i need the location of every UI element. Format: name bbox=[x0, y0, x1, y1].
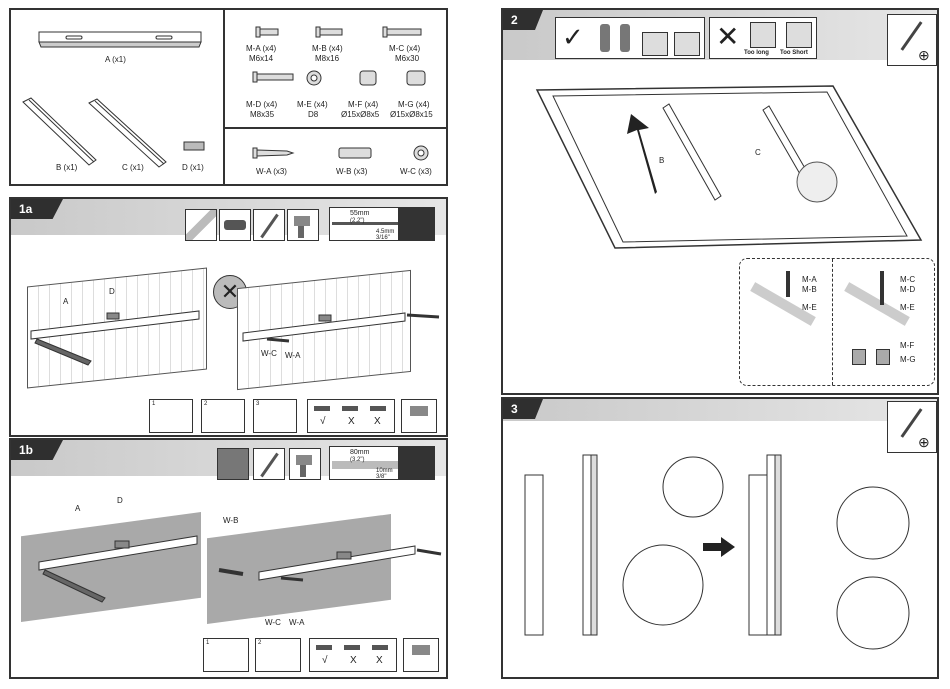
label-wc: W-C bbox=[261, 349, 277, 358]
screw-me-size: D8 bbox=[308, 110, 319, 119]
drill-depth-mm: 55mm bbox=[350, 210, 370, 217]
wall-wa-name: W-A (x3) bbox=[256, 167, 287, 176]
check-mark-1b: √ bbox=[322, 655, 328, 666]
cross-mark-2: X bbox=[374, 416, 381, 427]
part-a-label: A (x1) bbox=[105, 55, 126, 64]
screw-mf-name: M-F (x4) bbox=[348, 100, 379, 109]
step-2-tab: 2 bbox=[503, 10, 543, 30]
detail-right-mc: M-C bbox=[900, 275, 916, 284]
screw-icons bbox=[252, 26, 429, 161]
drill-depth-mm-1b: 80mm bbox=[350, 449, 370, 456]
drill-icon bbox=[287, 209, 319, 241]
drill-depth-box: 55mm (2.2") 4.5mm 3/16" bbox=[329, 207, 435, 241]
detail-right-mf: M-F bbox=[900, 341, 915, 350]
step-2-panel: 2 ✓ ✕ Too long Too Short ⊕ B C M-A M-B M bbox=[501, 8, 939, 395]
screw-md-size: M8x35 bbox=[250, 110, 275, 119]
drill-depth-in-1b: (3.2") bbox=[350, 457, 365, 463]
step-1a-tab: 1a bbox=[11, 199, 63, 219]
screw-ma-name: M-A (x4) bbox=[246, 44, 277, 53]
step-1a-panel: 1a 55mm (2.2") 4.5mm 3/16" A D ✕ W-C W-A… bbox=[9, 197, 448, 437]
cross-mark-2-1b: X bbox=[376, 655, 383, 666]
bit-size-mm-1b: 10mm bbox=[376, 468, 393, 474]
label-b: B bbox=[659, 156, 665, 165]
step-1b-substep-1: 1 bbox=[203, 638, 249, 672]
step-3-panel: 3 ⊕ bbox=[501, 397, 939, 679]
bit-size-mm: 4.5mm bbox=[376, 229, 395, 235]
label-a: A bbox=[63, 297, 69, 306]
screw-mf-size: Ø15xØ8x5 bbox=[341, 110, 380, 119]
step-1a-bracket-left bbox=[30, 310, 200, 366]
too-long-label: Too long bbox=[744, 50, 769, 56]
cross-icon: ✕ bbox=[716, 21, 740, 52]
screw-mg-name: M-G (x4) bbox=[398, 100, 430, 109]
screw-mb-name: M-B (x4) bbox=[312, 44, 343, 53]
label-d: D bbox=[109, 287, 115, 296]
stud-finder-icon bbox=[219, 209, 251, 241]
drywall-icon bbox=[185, 209, 217, 241]
step-1a-drill-icon bbox=[401, 399, 437, 433]
pencil-icon bbox=[253, 209, 285, 241]
detail-right-mg: M-G bbox=[900, 355, 916, 364]
step-1b-anchor-check: √ X X bbox=[309, 638, 397, 672]
detail-box: M-A M-B M-E M-C M-D M-E M-F M-G bbox=[739, 258, 935, 386]
step-3-illustration bbox=[524, 454, 910, 650]
screw-md-name: M-D (x4) bbox=[246, 100, 278, 109]
concrete-icon bbox=[217, 448, 249, 480]
label-a-1b: A bbox=[75, 504, 81, 513]
step-1b-bracket-right bbox=[218, 545, 442, 582]
step-1b-panel: 1b 80mm (3.2") 10mm 3/8" A D W-B W-C W-A… bbox=[9, 438, 448, 679]
detail-left-ma: M-A bbox=[802, 275, 817, 284]
cross-mark-1-1b: X bbox=[350, 655, 357, 666]
step-1a-anchor-check: √ X X bbox=[307, 399, 395, 433]
screwdriver-icon: ⊕ bbox=[887, 14, 937, 66]
tv-back-illustration bbox=[535, 85, 923, 249]
screw-mc-size: M6x30 bbox=[395, 54, 420, 63]
wrong-screw-box: ✕ Too long Too Short bbox=[709, 17, 817, 59]
screwdriver-icon-3: ⊕ bbox=[887, 401, 937, 453]
part-d-label: D (x1) bbox=[182, 163, 204, 172]
detail-left-me: M-E bbox=[802, 303, 817, 312]
step-1a-substep-1: 1 bbox=[149, 399, 193, 433]
bit-size-in-1b: 3/8" bbox=[376, 474, 387, 480]
screw-mg-size: Ø15xØ8x15 bbox=[390, 110, 433, 119]
check-mark: √ bbox=[320, 416, 326, 427]
screw-mc-name: M-C (x4) bbox=[389, 44, 421, 53]
step-1b-bracket-left bbox=[38, 535, 198, 603]
step-1b-drill-icon bbox=[403, 638, 439, 672]
label-wa-1b: W-A bbox=[289, 618, 305, 627]
label-wa: W-A bbox=[285, 351, 301, 360]
detail-right-me: M-E bbox=[900, 303, 915, 312]
screw-ma-size: M6x14 bbox=[249, 54, 274, 63]
part-c-label: C (x1) bbox=[122, 163, 144, 172]
detail-right-md: M-D bbox=[900, 285, 916, 294]
step-1b-tab: 1b bbox=[11, 440, 63, 460]
cross-mark-1: X bbox=[348, 416, 355, 427]
label-wc-1b: W-C bbox=[265, 618, 281, 627]
step-3-tab: 3 bbox=[503, 399, 543, 419]
label-wb: W-B bbox=[223, 516, 239, 525]
label-d-1b: D bbox=[117, 496, 123, 505]
wall-wb-name: W-B (x3) bbox=[336, 167, 368, 176]
step-1b-substep-2: 2 bbox=[255, 638, 301, 672]
part-a-illustration bbox=[22, 10, 446, 184]
drill-icon-1b bbox=[289, 448, 321, 480]
label-c: C bbox=[755, 148, 761, 157]
drill-depth-box-1b: 80mm (3.2") 10mm 3/8" bbox=[329, 446, 435, 480]
wall-wc-name: W-C (x3) bbox=[400, 167, 432, 176]
drill-depth-in: (2.2") bbox=[350, 218, 365, 224]
bit-size-in: 3/16" bbox=[376, 235, 390, 241]
too-short-label: Too Short bbox=[780, 50, 808, 56]
screw-me-name: M-E (x4) bbox=[297, 100, 328, 109]
part-b-label: B (x1) bbox=[56, 163, 78, 172]
step-3-header bbox=[503, 399, 937, 421]
detail-left-mb: M-B bbox=[802, 285, 817, 294]
pencil-icon-1b bbox=[253, 448, 285, 480]
step-1a-substep-3: 3 bbox=[253, 399, 297, 433]
step-1a-bracket-right bbox=[242, 312, 440, 343]
screw-mb-size: M8x16 bbox=[315, 54, 340, 63]
step-1a-substep-2: 2 bbox=[201, 399, 245, 433]
checkmark-icon: ✓ bbox=[562, 22, 584, 52]
correct-screw-box: ✓ bbox=[555, 17, 705, 59]
parts-panel: A (x1) B (x1) C (x1) D (x1) M-A (x4) M6x… bbox=[9, 8, 448, 186]
